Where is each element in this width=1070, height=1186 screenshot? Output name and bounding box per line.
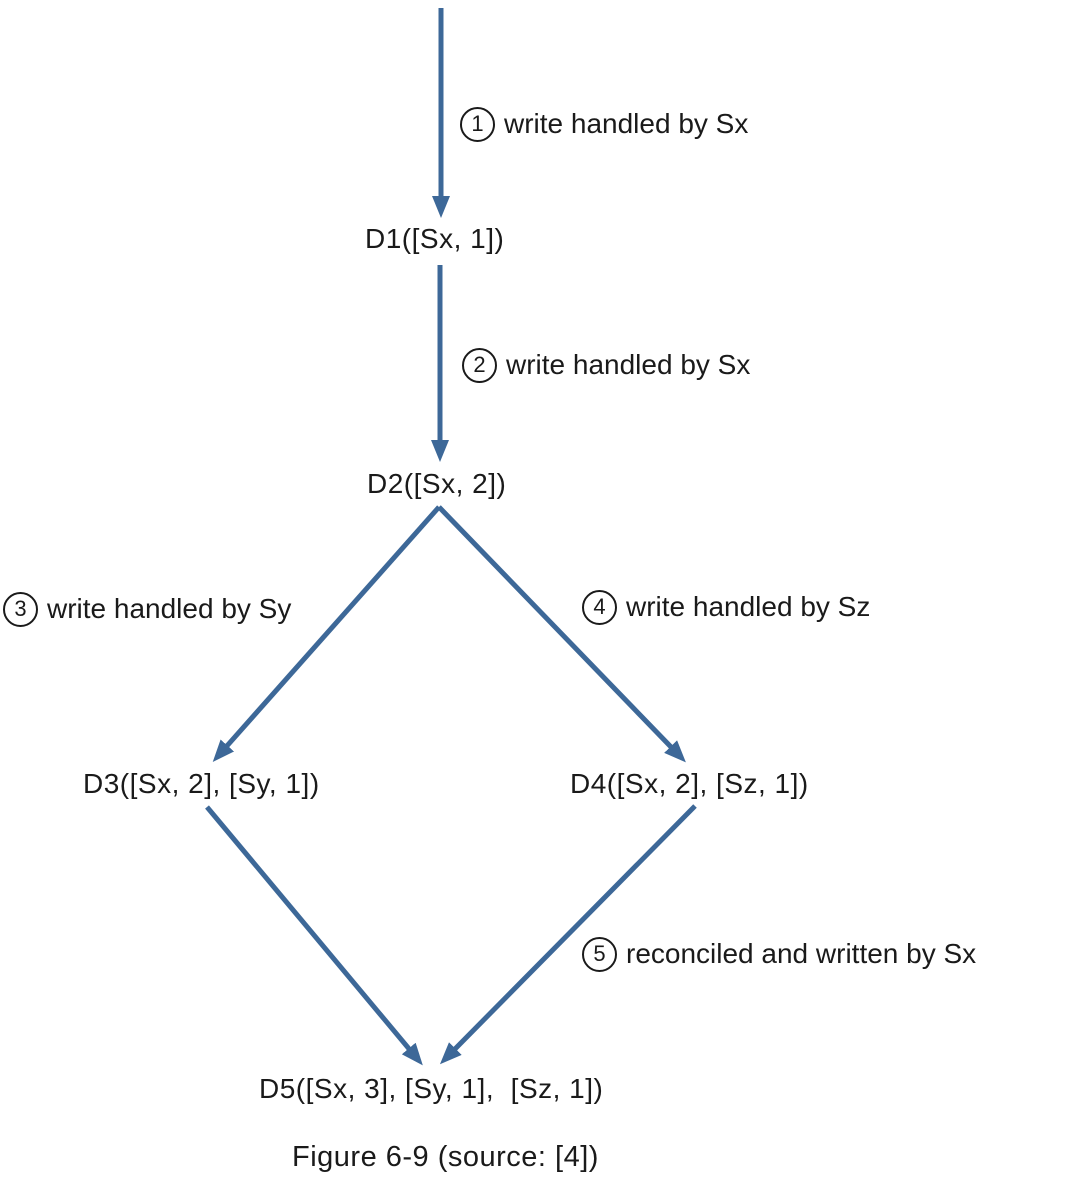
step-1-circle-number: 1 [460, 106, 495, 142]
step-4-circle-number: 4 [582, 589, 617, 625]
node-d4: D4([Sx, 2], [Sz, 1]) [570, 768, 809, 799]
step-1-text: write handled by Sx [504, 108, 749, 139]
arrow-d2-to-d4 [437, 505, 686, 763]
step-3-text: write handled by Sy [47, 593, 292, 624]
step-2-label: 2 write handled by Sx [462, 347, 750, 383]
node-d1: D1([Sx, 1]) [365, 223, 505, 254]
arrow-d3-to-d5 [205, 805, 423, 1066]
step-2-text: write handled by Sx [506, 349, 751, 380]
step-5-label: 5 reconciled and written by Sx [582, 936, 976, 972]
step-4-text: write handled by Sz [626, 591, 871, 622]
figure-caption: Figure 6-9 (source: [4]) [292, 1141, 599, 1173]
node-d2: D2([Sx, 2]) [367, 468, 507, 499]
step-2-circle-number: 2 [462, 347, 497, 383]
arrow-d2-to-d3 [212, 505, 441, 762]
step-4-label: 4 write handled by Sz [582, 589, 870, 625]
arrow-d4-to-d5 [439, 804, 697, 1065]
step-3-label: 3 write handled by Sy [3, 591, 291, 627]
step-3-circle-number: 3 [3, 591, 38, 627]
step-1-label: 1 write handled by Sx [460, 106, 748, 142]
node-d3: D3([Sx, 2], [Sy, 1]) [83, 768, 320, 799]
node-d5: D5([Sx, 3], [Sy, 1], [Sz, 1]) [259, 1073, 604, 1104]
step-5-circle-number: 5 [582, 936, 617, 972]
step-5-text: reconciled and written by Sx [626, 938, 977, 969]
